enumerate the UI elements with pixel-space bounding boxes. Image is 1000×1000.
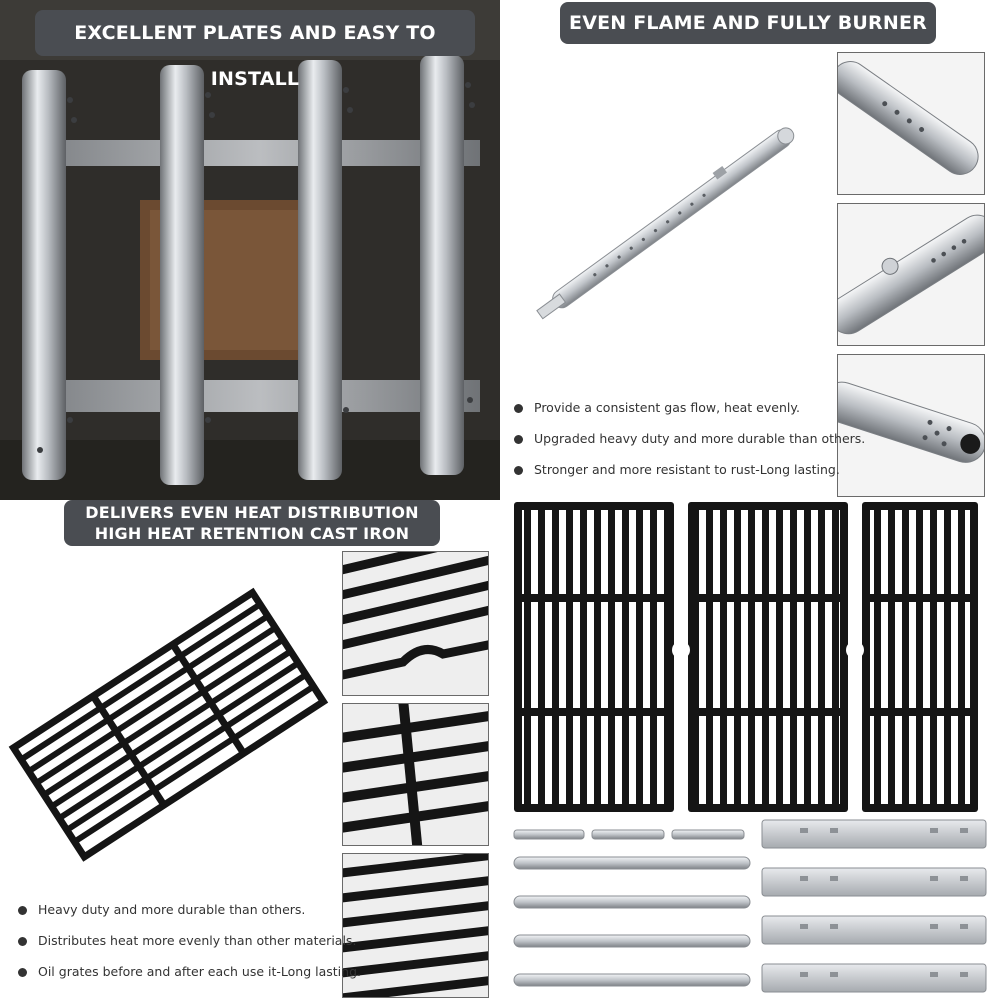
grate-edge-closeup	[343, 854, 488, 997]
installed-burners-photo: EXCELLENT PLATES AND EASY TO INSTALL	[0, 0, 500, 500]
install-banner-text: EXCELLENT PLATES AND EASY TO INSTALL	[74, 22, 436, 90]
heat-banner: DELIVERS EVEN HEAT DISTRIBUTION HIGH HEA…	[64, 500, 440, 546]
crossover-tubes	[513, 829, 745, 840]
burner-feature-item: Upgraded heavy duty and more durable tha…	[514, 431, 865, 462]
heat-plate-set	[761, 819, 987, 993]
heat-banner-line2: HIGH HEAT RETENTION CAST IRON	[94, 524, 410, 543]
burner-igniter-closeup	[838, 214, 984, 335]
burner-feature-item: Stronger and more resistant to rust-Long…	[514, 462, 865, 493]
burner-panel: EVEN FLAME AND FULLY BURNER	[500, 0, 1000, 500]
kit-contents-panel	[500, 500, 1000, 1000]
cast-iron-feature-item: Distributes heat more evenly than other …	[18, 933, 361, 964]
cast-iron-feature-item: Heavy duty and more durable than others.	[18, 902, 361, 933]
grate-detail-2	[342, 703, 489, 846]
cast-iron-features-list: Heavy duty and more durable than others.…	[18, 902, 361, 995]
cast-iron-feature-item: Oil grates before and after each use it-…	[18, 964, 361, 995]
grate-set	[514, 502, 978, 812]
grate-detail-1	[342, 551, 489, 696]
heat-banner-line1: DELIVERS EVEN HEAT DISTRIBUTION	[85, 503, 419, 522]
burner-detail-1	[837, 52, 985, 195]
burner-feature-item: Provide a consistent gas flow, heat even…	[514, 400, 865, 431]
install-banner: EXCELLENT PLATES AND EASY TO INSTALL	[35, 10, 475, 90]
flame-banner: EVEN FLAME AND FULLY BURNER	[560, 2, 936, 44]
grate-crossbar-closeup	[343, 704, 488, 845]
flame-banner-text: EVEN FLAME AND FULLY BURNER	[569, 12, 927, 34]
cast-iron-panel: DELIVERS EVEN HEAT DISTRIBUTION HIGH HEA…	[0, 500, 500, 1000]
burner-tube-illustration	[536, 127, 795, 320]
burner-set	[513, 856, 751, 987]
burner-tip-closeup	[838, 381, 984, 463]
burner-end-closeup	[838, 61, 979, 175]
burner-detail-2	[837, 203, 985, 346]
grate-detail-3	[342, 853, 489, 998]
burner-detail-3	[837, 354, 985, 497]
cast-iron-grate-illustration	[8, 587, 329, 862]
burner-features-list: Provide a consistent gas flow, heat even…	[514, 400, 865, 493]
kit-contents-illustration	[513, 502, 987, 993]
grate-notch-closeup	[343, 552, 488, 680]
